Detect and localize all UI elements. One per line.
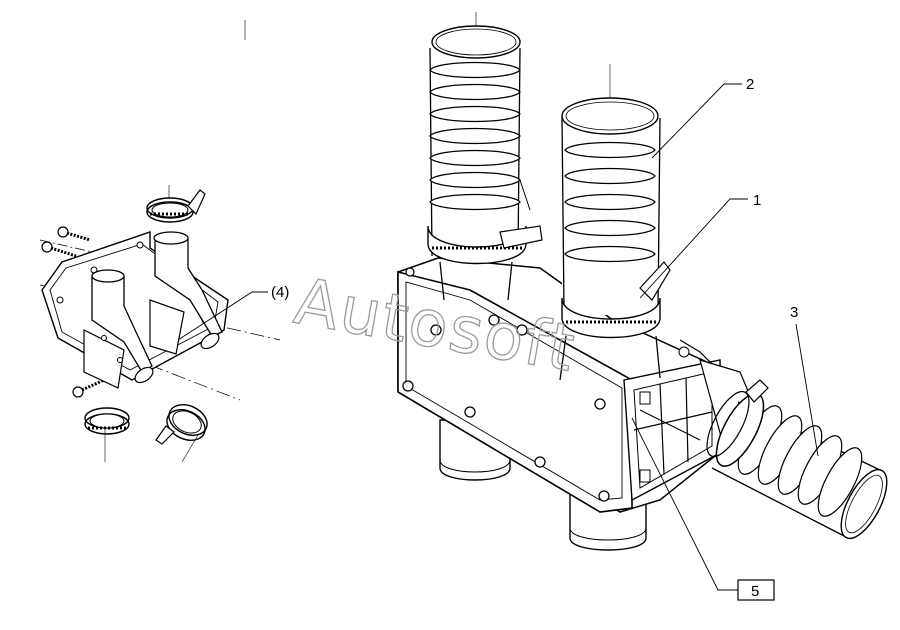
callout-1-label: 1 xyxy=(753,192,761,209)
end-frame xyxy=(623,359,723,502)
screw-1 xyxy=(57,226,91,242)
callout-5: 5 xyxy=(631,417,775,601)
callout-3-label: 3 xyxy=(790,304,798,321)
callout-5-box xyxy=(737,579,775,601)
side-corrugated-hose xyxy=(706,379,888,540)
screw-3 xyxy=(72,378,105,398)
callout-2-label: 2 xyxy=(746,76,754,93)
callout-4-label: (4) xyxy=(271,284,289,301)
screw-2 xyxy=(41,241,77,258)
callout-4: (4) xyxy=(177,284,289,341)
y-pipe-front xyxy=(83,269,154,389)
callout-1: 1 xyxy=(639,192,761,299)
hose-clamp-bottom-left xyxy=(84,407,130,435)
callout-2: 2 xyxy=(651,76,754,159)
y-pipe-rear xyxy=(149,231,223,355)
small-assembly-exploded-view xyxy=(39,20,281,463)
hose-clamp-bottom-right xyxy=(155,404,208,445)
callout-5-label: 5 xyxy=(751,583,759,600)
left-corrugated-hose xyxy=(427,25,543,301)
callout-3: 3 xyxy=(790,304,819,457)
main-assembly xyxy=(397,12,888,551)
cover-bolts xyxy=(402,267,610,502)
hose-clamp-top xyxy=(146,189,206,223)
